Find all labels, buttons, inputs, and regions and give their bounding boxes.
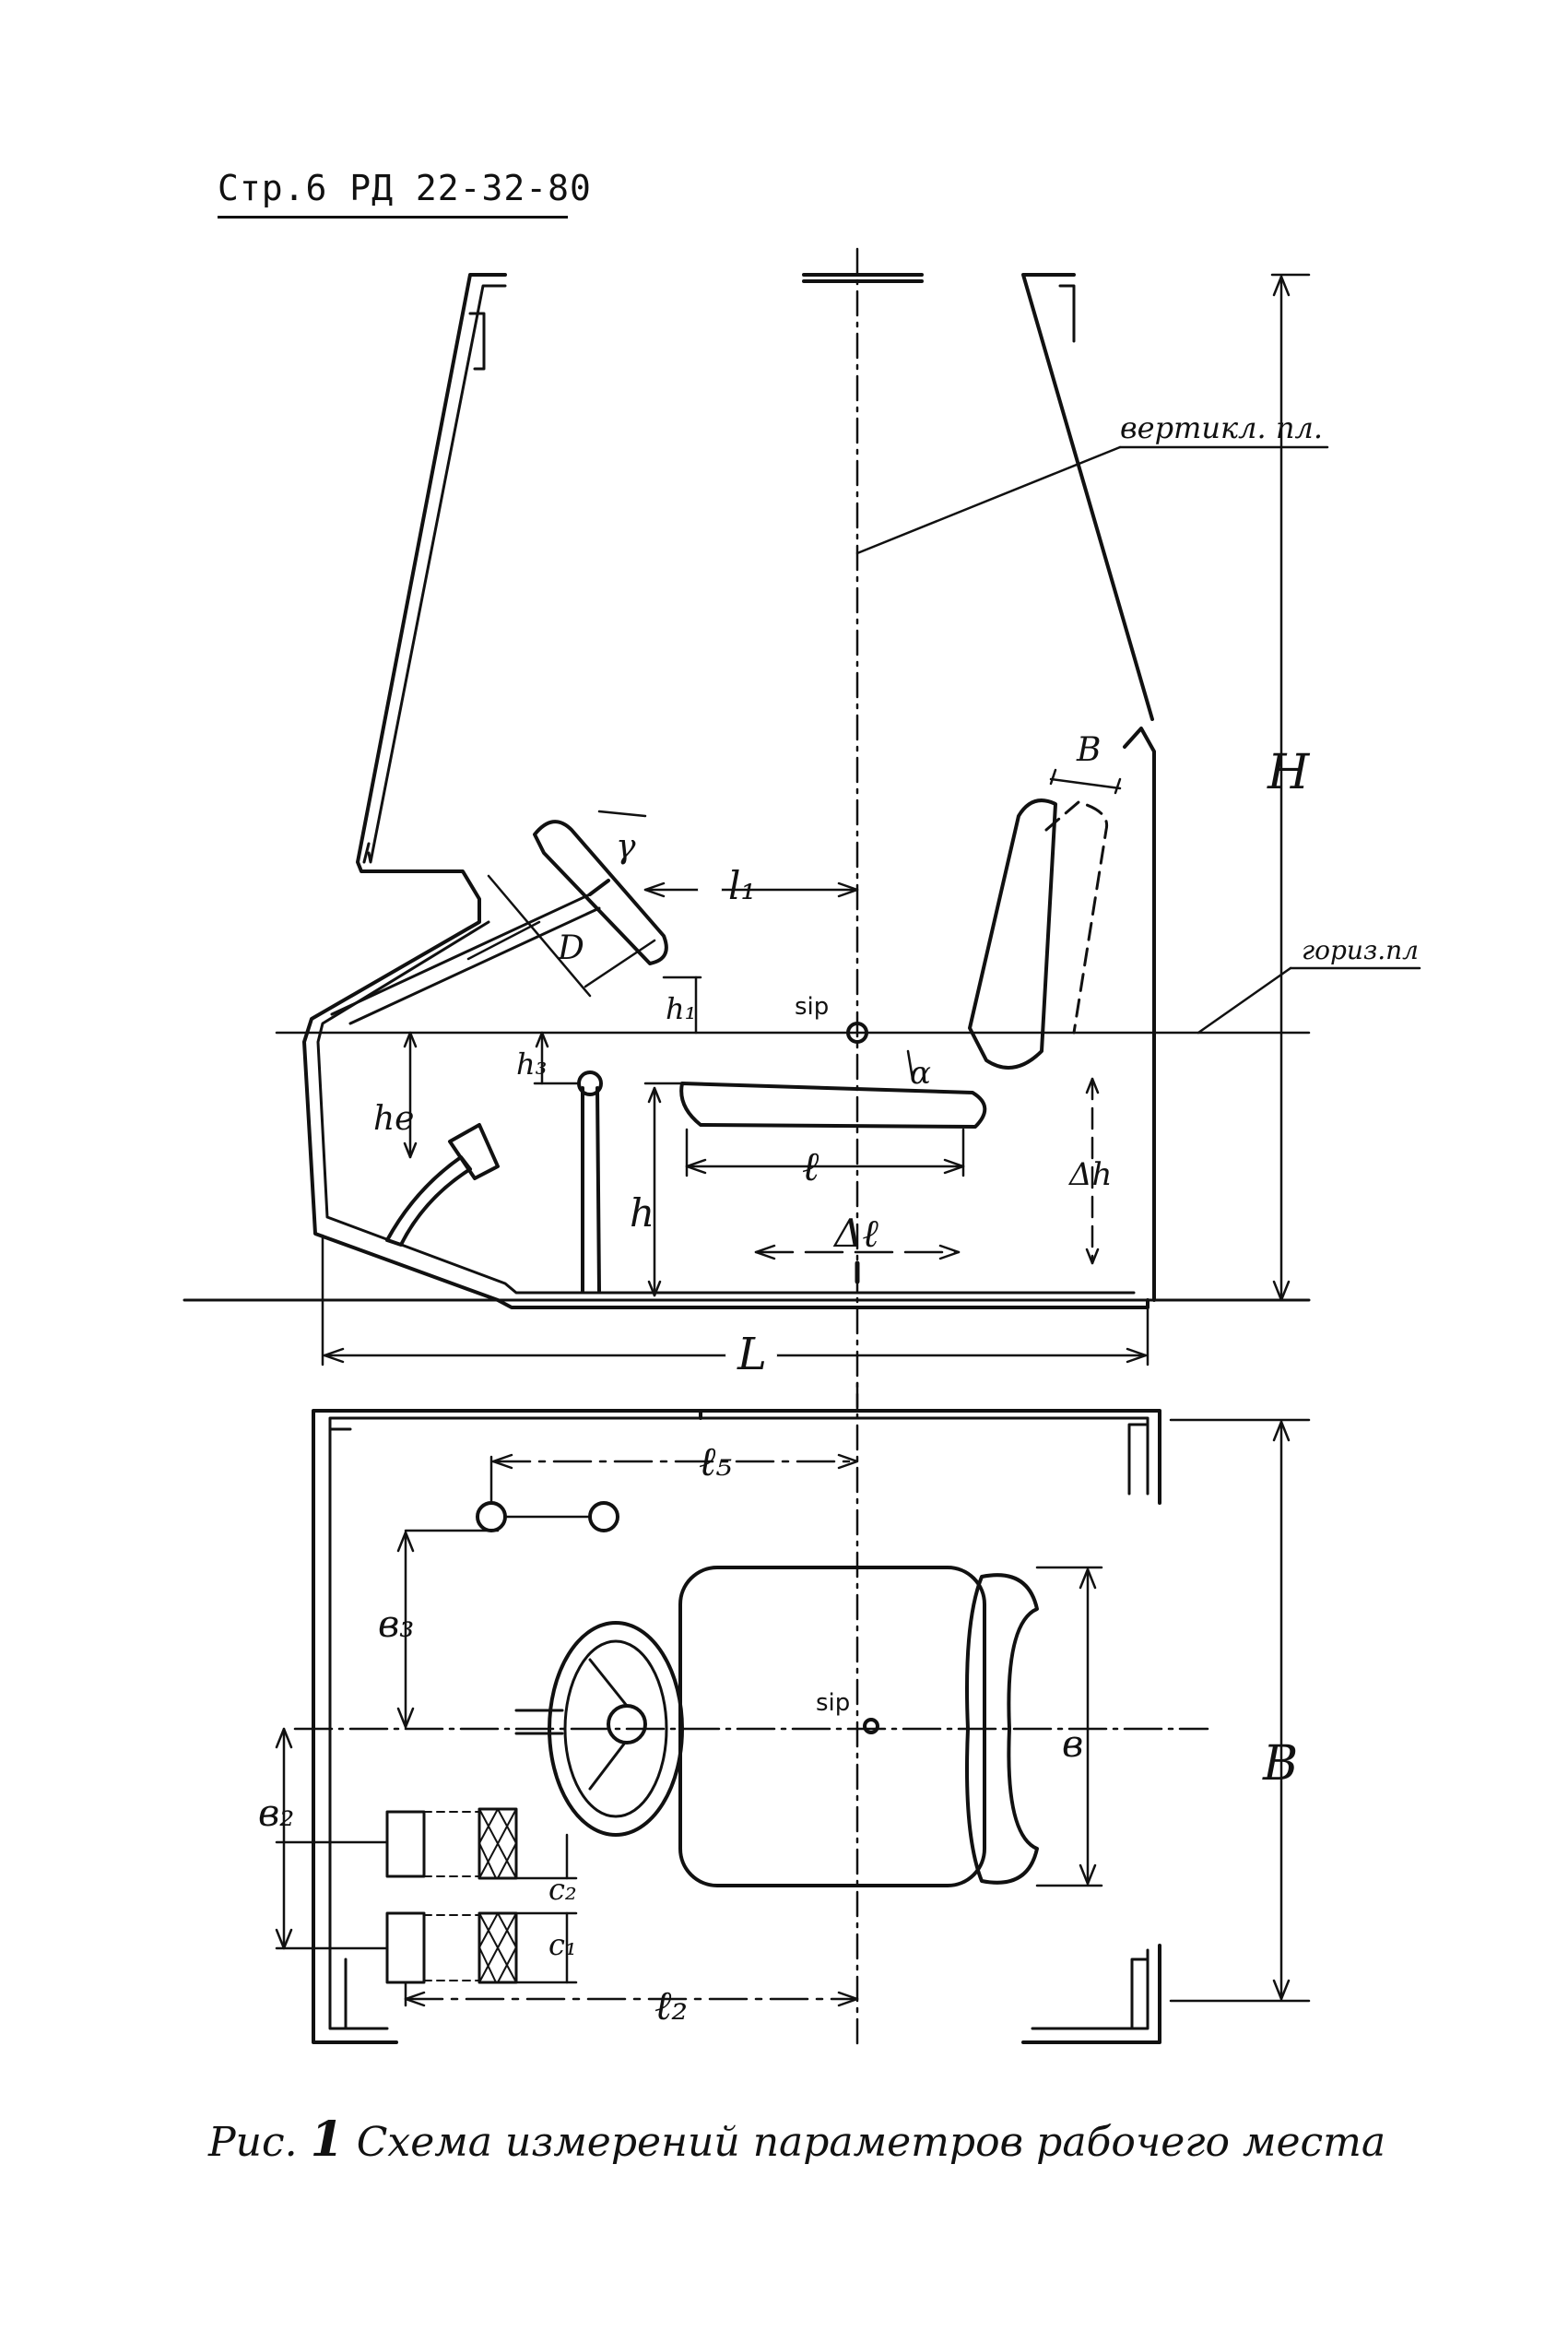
seat-top <box>678 1566 1039 1887</box>
label-he: hе <box>373 1100 415 1138</box>
sip-point-top <box>863 1718 879 1734</box>
horizontal-plane-leader <box>1197 966 1292 1035</box>
label-c1: с₁ <box>548 1927 577 1962</box>
dim-b2 <box>275 1727 389 1950</box>
alpha-marker <box>906 1049 914 1081</box>
label-H: H <box>1267 745 1311 800</box>
dim-B-top <box>1169 1418 1311 2003</box>
label-gamma: γ <box>616 828 636 866</box>
cab-top-outline <box>312 1409 1161 2044</box>
pedal-stem-side <box>577 1070 603 1293</box>
cab-side-outline <box>302 273 1156 1309</box>
label-l1: l₁ <box>728 863 756 908</box>
label-l5: ℓ₅ <box>699 1438 732 1485</box>
page-header: Стр.6 РД 22-32-80 <box>218 168 592 208</box>
steering-wheel-top <box>514 1621 684 1837</box>
dim-H <box>1270 273 1311 1302</box>
label-b2: в₂ <box>258 1792 294 1835</box>
label-vertical-plane: вертикл. пл. <box>1120 410 1323 445</box>
dim-l1 <box>643 881 859 898</box>
dim-B-seat <box>1049 768 1122 795</box>
dim-h1 <box>662 976 702 1035</box>
header-underline <box>218 216 568 219</box>
label-b3: в₃ <box>378 1603 414 1646</box>
label-sip-side: sip <box>795 993 829 1021</box>
pedals-top <box>476 1501 619 1532</box>
dim-he <box>403 1031 418 1159</box>
label-D: D <box>557 929 584 967</box>
label-B-seat: B <box>1076 731 1101 769</box>
label-h1: h₁ <box>666 991 696 1026</box>
label-l2: ℓ₂ <box>654 1982 688 2029</box>
label-c2: с₂ <box>548 1872 577 1907</box>
label-dh: Δh <box>1067 1156 1112 1193</box>
dim-dl <box>754 1244 961 1284</box>
caption-number: 1 <box>310 2111 344 2168</box>
gear-lever-side <box>385 1123 500 1247</box>
vertical-plane-leader <box>855 445 1122 555</box>
sip-point-side <box>846 1022 868 1044</box>
dim-h3 <box>533 1031 581 1085</box>
caption-prefix: Рис. <box>208 2119 298 2166</box>
dim-L <box>321 1234 1149 1366</box>
dim-b <box>1035 1566 1103 1887</box>
label-dl: Δℓ <box>832 1211 878 1256</box>
dim-l <box>685 1128 965 1177</box>
label-h3: h₃ <box>516 1047 547 1082</box>
label-l: ℓ <box>802 1143 819 1190</box>
dim-h <box>643 1082 684 1297</box>
steering-column-side <box>330 810 668 1025</box>
dim-c <box>514 1833 578 1984</box>
dim-l2 <box>404 1981 859 2007</box>
label-B-top: В <box>1262 1736 1298 1792</box>
label-alpha: α <box>910 1055 931 1092</box>
label-sip-top: sip <box>816 1689 850 1717</box>
seat-side <box>679 798 1109 1129</box>
caption-text: Схема измерений параметров рабочего мест… <box>356 2119 1386 2166</box>
label-h: h <box>630 1190 654 1236</box>
label-L: L <box>737 1329 767 1380</box>
control-blocks-top <box>385 1807 518 1984</box>
figure-caption: Рис. 1 Схема измерений параметров рабоче… <box>208 2111 1385 2168</box>
dim-l5 <box>489 1453 859 1503</box>
dim-b3 <box>396 1529 500 1729</box>
dim-dh <box>1085 1077 1100 1265</box>
label-b: в <box>1062 1723 1083 1766</box>
label-horizontal-plane: гориз.пл <box>1302 935 1419 965</box>
